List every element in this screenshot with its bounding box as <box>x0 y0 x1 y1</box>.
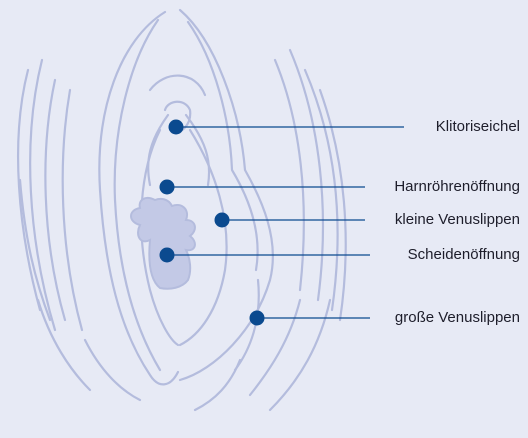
label-grosse-venuslippen: große Venuslippen <box>395 310 520 325</box>
label-scheidenoeffnung: Scheidenöffnung <box>408 247 520 262</box>
label-kleine-venuslippen: kleine Venuslippen <box>395 212 520 227</box>
leader-lines <box>167 127 404 318</box>
marker-kleine-venuslippen <box>215 213 230 228</box>
marker-grosse-venuslippen <box>250 311 265 326</box>
label-harnroehrenoeffnung: Harnröhrenöffnung <box>394 179 520 194</box>
vaginal-opening-shape <box>131 198 195 289</box>
marker-klitoriseichel <box>169 120 184 135</box>
marker-harnroehrenoeffnung <box>160 180 175 195</box>
label-klitoriseichel: Klitoriseichel <box>436 119 520 134</box>
marker-scheidenoeffnung <box>160 248 175 263</box>
